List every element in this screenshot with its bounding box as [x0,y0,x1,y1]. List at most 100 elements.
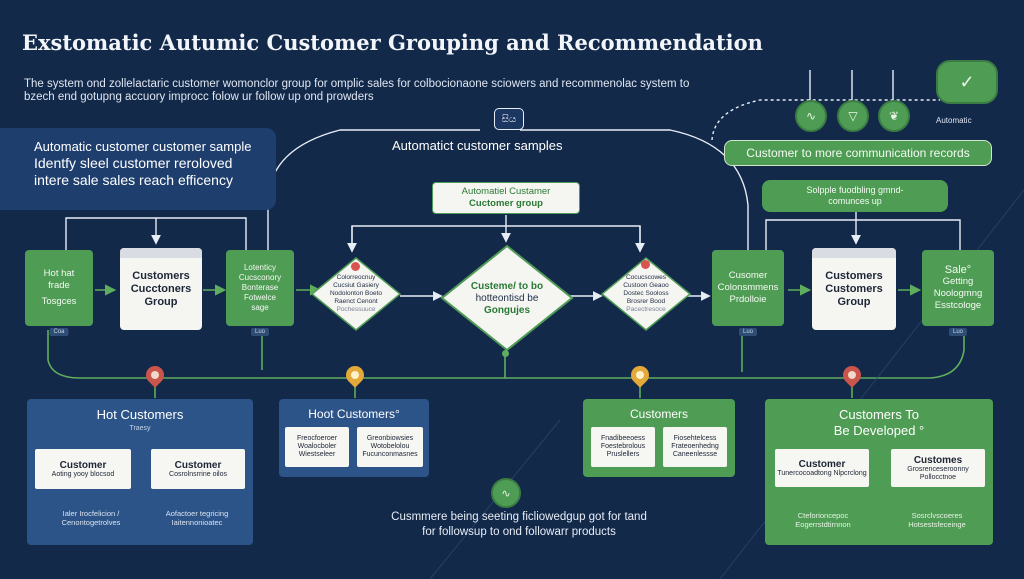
right-card-customer-line-3: Prdolloie [729,294,767,305]
right-sale-line-2: Getting [942,276,974,287]
right-group-line-2: Customers [825,282,883,295]
left-diamond [310,257,402,331]
right-card-customer-tag: Luo [738,328,758,336]
developed-customer-card-2: Customes Grosrenceseroonny Pollocctnoe [891,449,985,487]
hoot-mini-2-line-1: Greonbiowsies [366,435,414,442]
hoot-mini-1-line-1: Freocfoeroer [296,435,338,442]
right-diamond-text: Cocucscowes Custoon Geaoo Dostec Sooloss… [608,270,684,318]
panel-customers: Customers Fnadibeeoess Foestebrolous Pru… [583,399,735,477]
developed-footnote-2: Sosrclvscoeres Hotsestsfeceinge [891,511,983,529]
page-title: Exstomatic Autumic Customer Grouping and… [22,30,763,55]
right-card-customer-line-2: Colonsmmens [717,282,779,293]
hot-card-1-body: Aoting yooy blocsod [51,470,115,478]
hoot-mini-1-line-2: Woalocboler [297,443,337,450]
customers-mini-2-line-2: Frateoenhedng [671,443,719,450]
right-card-customer: Cusomer Colonsmmens Prdolloie Luo [712,250,784,336]
callout-line-1: Automatic customer customer sample [34,139,252,154]
right-card-customers-group: Customers Customers Group [812,248,896,330]
customers-mini-1-line-1: Fnadibeeoess [601,435,645,442]
panel-developed-title-1: Customers To [839,407,919,422]
right-sale-line-3: Noologmng [933,288,983,299]
hot-foot-2-a: Aofactoer tegricing [165,509,229,518]
automatic-badge-label: Automatic [936,116,972,125]
center-diamond-node [502,350,509,357]
left-diamond-line-4: Raenct Cenont [334,298,378,305]
panel-customers-title: Customers [629,407,688,421]
right-diamond-sub: Pacectresoce [626,306,666,313]
wave-icon: ∿ [795,100,827,132]
right-diamond-line-1: Cocucscowes [625,274,667,281]
left-card-potential: Lotenticy Cucsconory Bonterase Fotwelce … [226,250,294,336]
left-group-line-2: Cucctoners [130,282,192,295]
hoot-mini-1-line-3: Wiestseleer [298,451,336,458]
left-card-hot-line-1: Hot hat [43,268,75,279]
page-subtitle: The system ond zollelactaric customer wo… [24,78,744,104]
subtitle-line-2: bzech end gotupng accuory improcc folow … [24,91,374,103]
automatic-customer-group-box: Automatiel Custamer Cuctomer group [432,182,580,214]
developed-card-1-title: Customer [798,458,846,470]
panel-hot-sub: Traesy [129,425,151,432]
left-diamond-line-2: Cucsiut Gasiery [333,282,379,289]
panel-hoot-customers: Hoot Customers° Freocfoeroer Woalocboler… [279,399,429,477]
hot-card-2-body: Cosrolnsrrine oilos [169,470,227,478]
bottom-caption-line-2: for followsup to ond followarr products [422,526,616,538]
left-potential-line-3: Bonterase [241,283,279,292]
hoot-mini-2-line-3: Fucunconmasnes [362,451,418,458]
callout-box: Automatic customer customer sample Ident… [0,128,276,210]
right-diamond-line-3: Dostec Sooloss [623,290,669,297]
hot-footnote-2: Aofactoer tegricing Iaitennonioatec [151,509,243,527]
center-heading: Automatict customer samples [392,138,563,153]
hot-customer-card-1: Customer Aoting yooy blocsod [35,449,131,489]
left-potential-line-4: Fotwelce [243,293,276,302]
hot-foot-1-a: Ialer Irocfelicion / [62,509,120,518]
hoot-mini-2-line-2: Wotobelolou [370,443,410,450]
developed-foot-2-a: Sosrclvscoeres [911,511,963,520]
right-card-sale: Sale° Getting Noologmng Esstcologe Luo [922,250,994,336]
customers-mini-1-line-3: Pruslellers [606,451,640,458]
callout-line-3: intere sale sales reach efficency [34,172,233,188]
customers-mini-1-line-2: Foestebrolous [600,443,646,450]
right-sale-tag: Luo [948,328,968,336]
filter-icon: ▽ [837,100,869,132]
wave-icon-bottom: ∿ [491,478,521,508]
panel-developed-title-2: Be Developed ° [833,423,925,438]
panel-hot-title: Hot Customers [96,407,184,422]
panel-hoot-title: Hoot Customers° [308,407,400,421]
right-diamond-dot [641,260,650,269]
customers-mini-card-2: Fiosehtelcess Frateoenhedng Caneenlessse [663,427,727,467]
developed-foot-1-b: Eogerrstdtirnnon [795,520,851,529]
center-diamond-line-1: Custeme/ to bo [470,281,544,292]
hot-card-2-title: Customer [174,459,222,471]
left-group-line-1: Customers [132,269,190,282]
note-pill: Solpple fuodbling gmnd- comunces up [762,180,948,212]
bottom-caption: Cusmmere being seeting ficliowedgup got … [374,510,664,540]
right-sale-line-1: Sale° [944,264,972,276]
customers-mini-2-line-1: Fiosehtelcess [673,435,717,442]
right-group-line-1: Customers [825,269,883,282]
left-card-hot: Hot hat frade Tosgces Coa [25,250,93,336]
hub-badge: සිය [494,108,524,130]
left-card-hot-tag: Coa [49,328,69,336]
center-diamond-line-3: Gongujes [483,305,531,316]
left-diamond-text: Colorreocnuy Cucsiut Gasiery Nodolonton … [318,270,394,318]
developed-foot-1-a: Cteforioncepoc [797,511,849,520]
left-diamond-dot [351,262,360,271]
right-sale-line-4: Esstcologe [934,300,982,311]
right-group-line-3: Group [837,295,871,308]
right-diamond-line-2: Custoon Geaoo [623,282,669,289]
hoot-mini-card-2: Greonbiowsies Wotobelolou Fucunconmasnes [357,427,423,467]
left-card-customers-group: Customers Cucctoners Group [120,248,202,330]
left-potential-line-2: Cucsconory [238,273,282,282]
left-card-hot-line-3: Tosgces [41,296,77,307]
hoot-mini-card-1: Freocfoeroer Woalocboler Wiestseleer [285,427,349,467]
developed-card-2-body: Grosrenceseroonny Pollocctnoe [907,465,969,481]
left-diamond-line-1: Colorreocnuy [336,274,376,281]
box-line-1: Automatiel Custamer [461,186,551,197]
hot-customer-card-2: Customer Cosrolnsrrine oilos [151,449,245,489]
developed-customer-card-1: Customer Tunercocoadtong Nlpcrclong [775,449,869,487]
note-line-1: Solpple fuodbling gmnd- [806,185,904,195]
developed-card-2-title: Customes [913,454,963,466]
center-diamond-text: Custeme/ to bo hotteontisd be Gongujes [462,278,552,320]
left-diamond-line-3: Nodolonton Boeto [329,290,383,297]
